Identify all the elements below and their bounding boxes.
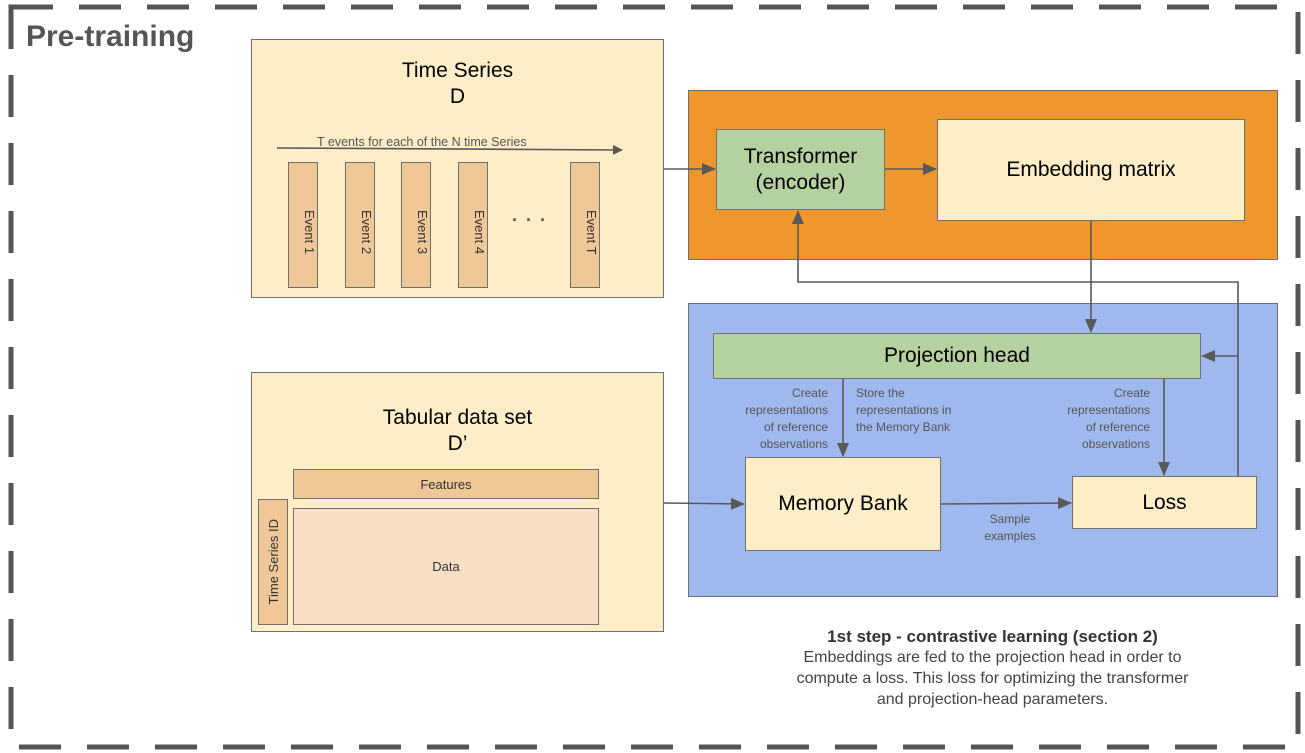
memory-to-loss-arrow (940, 497, 1072, 510)
label-create-representations-left: Create representations of reference obse… (745, 386, 828, 451)
transformer-encoder-box: Transformer (encoder) (716, 129, 885, 210)
event-4: Event 4 (458, 162, 488, 288)
label-create-representations-right: Create representations of reference obse… (1067, 386, 1150, 451)
embedding-matrix-box: Embedding matrix (937, 119, 1245, 221)
time-series-box: Time Series D T events for each of the N… (251, 39, 664, 298)
label-sample-examples: Sample examples (984, 512, 1036, 543)
caption-line-2: compute a loss. This loss for optimizing… (796, 670, 1189, 687)
caption-line-1: Embeddings are fed to the projection hea… (803, 649, 1182, 666)
caption-line-3: and projection-head parameters. (876, 691, 1109, 708)
tabular-symbol: D’ (447, 432, 468, 455)
features-row: Features (293, 469, 599, 499)
label-store-representations: Store the representations in the Memory … (856, 386, 952, 434)
section-title: Pre-training (26, 20, 195, 53)
time-series-title: Time Series (401, 59, 514, 82)
loss-feedback-line (792, 210, 1239, 476)
step-caption: 1st step - contrastive learning (section… (690, 627, 1295, 710)
event-1: Event 1 (288, 162, 318, 288)
tabular-to-memory-arrow (663, 497, 745, 510)
events-timeline-arrow (276, 144, 623, 155)
data-area: Data (293, 508, 599, 625)
caption-title: 1st step - contrastive learning (section… (827, 627, 1158, 646)
time-series-symbol: D (449, 85, 466, 108)
event-3: Event 3 (401, 162, 431, 288)
tabular-title: Tabular data set (382, 406, 533, 429)
projection-head-box: Projection head (713, 333, 1201, 379)
time-series-id-column: Time Series ID (258, 499, 288, 625)
memory-bank-box: Memory Bank (745, 457, 941, 551)
events-ellipsis: . . . (512, 205, 548, 225)
event-2: Event 2 (345, 162, 375, 288)
loss-box: Loss (1072, 476, 1257, 529)
event-t: Event T (570, 162, 600, 288)
events-arrow-label: T events for each of the N time Series (317, 135, 527, 149)
